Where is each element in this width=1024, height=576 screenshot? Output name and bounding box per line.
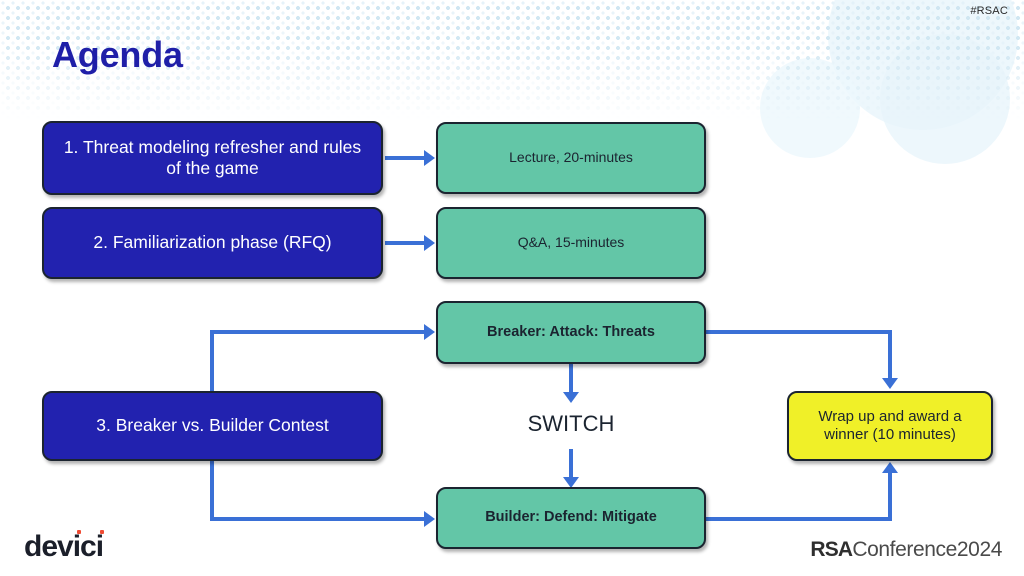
arrowhead-right-icon — [424, 235, 435, 251]
connector-item1-to-lecture — [385, 156, 426, 160]
devici-logo-text-2: i — [72, 530, 81, 563]
connector-breaker-to-wrapup-vertical — [888, 330, 892, 382]
devici-logo-text-1: dev — [24, 530, 74, 563]
activity-builder-label: Builder: Defend: Mitigate — [485, 509, 657, 526]
connector-item2-to-qa — [385, 241, 426, 245]
agenda-item-3-box[interactable]: 3. Breaker vs. Builder Contest — [42, 391, 383, 461]
connector-item3-to-builder — [210, 517, 426, 521]
agenda-item-2-label: 2. Familiarization phase (RFQ) — [93, 232, 332, 253]
devici-logo-text-3: c — [80, 530, 97, 563]
agenda-item-2-box[interactable]: 2. Familiarization phase (RFQ) — [42, 207, 383, 279]
page-title: Agenda — [52, 34, 183, 75]
arrowhead-down-icon — [563, 477, 579, 488]
arrowhead-right-icon — [424, 324, 435, 340]
connector-builder-to-wrapup-horizontal — [706, 517, 892, 521]
activity-lecture-label: Lecture, 20-minutes — [509, 149, 633, 166]
activity-wrapup-box[interactable]: Wrap up and award a winner (10 minutes) — [787, 391, 993, 461]
devici-logo-i-dotted: i — [72, 530, 81, 563]
activity-qa-label: Q&A, 15-minutes — [517, 234, 625, 251]
activity-lecture-box[interactable]: Lecture, 20-minutes — [436, 122, 706, 194]
arrowhead-right-icon — [424, 150, 435, 166]
agenda-item-1-label: 1. Threat modeling refresher and rules o… — [63, 136, 362, 178]
arrowhead-up-icon — [882, 462, 898, 473]
connector-breaker-to-switch — [569, 364, 573, 397]
rsac-hashtag: #RSAC — [970, 5, 1008, 17]
connector-breaker-to-wrapup-horizontal — [706, 330, 892, 334]
arrowhead-right-icon — [424, 511, 435, 527]
devici-logo-text-4: i — [95, 530, 104, 563]
agenda-item-1-box[interactable]: 1. Threat modeling refresher and rules o… — [42, 121, 383, 195]
arrowhead-down-icon — [563, 392, 579, 403]
connector-item3-to-breaker — [210, 330, 426, 334]
arrowhead-down-icon — [882, 378, 898, 389]
rsa-conference-text: Conference2024 — [852, 538, 1002, 561]
switch-label: SWITCH — [527, 411, 615, 436]
rsa-conference-logo: RSAConference2024 — [810, 539, 1002, 560]
devici-logo-i-dotted-2: i — [95, 530, 104, 563]
activity-qa-box[interactable]: Q&A, 15-minutes — [436, 207, 706, 279]
devici-logo-red-dot-2 — [99, 530, 104, 534]
activity-builder-box[interactable]: Builder: Defend: Mitigate — [436, 487, 706, 549]
agenda-item-3-label: 3. Breaker vs. Builder Contest — [96, 415, 329, 436]
connector-builder-to-wrapup-vertical — [888, 470, 892, 521]
activity-breaker-label: Breaker: Attack: Threats — [487, 323, 655, 340]
activity-breaker-box[interactable]: Breaker: Attack: Threats — [436, 301, 706, 364]
dot-pattern-background-secondary — [0, 0, 1024, 120]
connector-switch-to-builder — [569, 449, 573, 481]
activity-wrapup-label: Wrap up and award a winner (10 minutes) — [818, 407, 962, 443]
devici-logo-red-dot — [76, 530, 81, 534]
rsa-mark-text: RSA — [810, 538, 853, 561]
